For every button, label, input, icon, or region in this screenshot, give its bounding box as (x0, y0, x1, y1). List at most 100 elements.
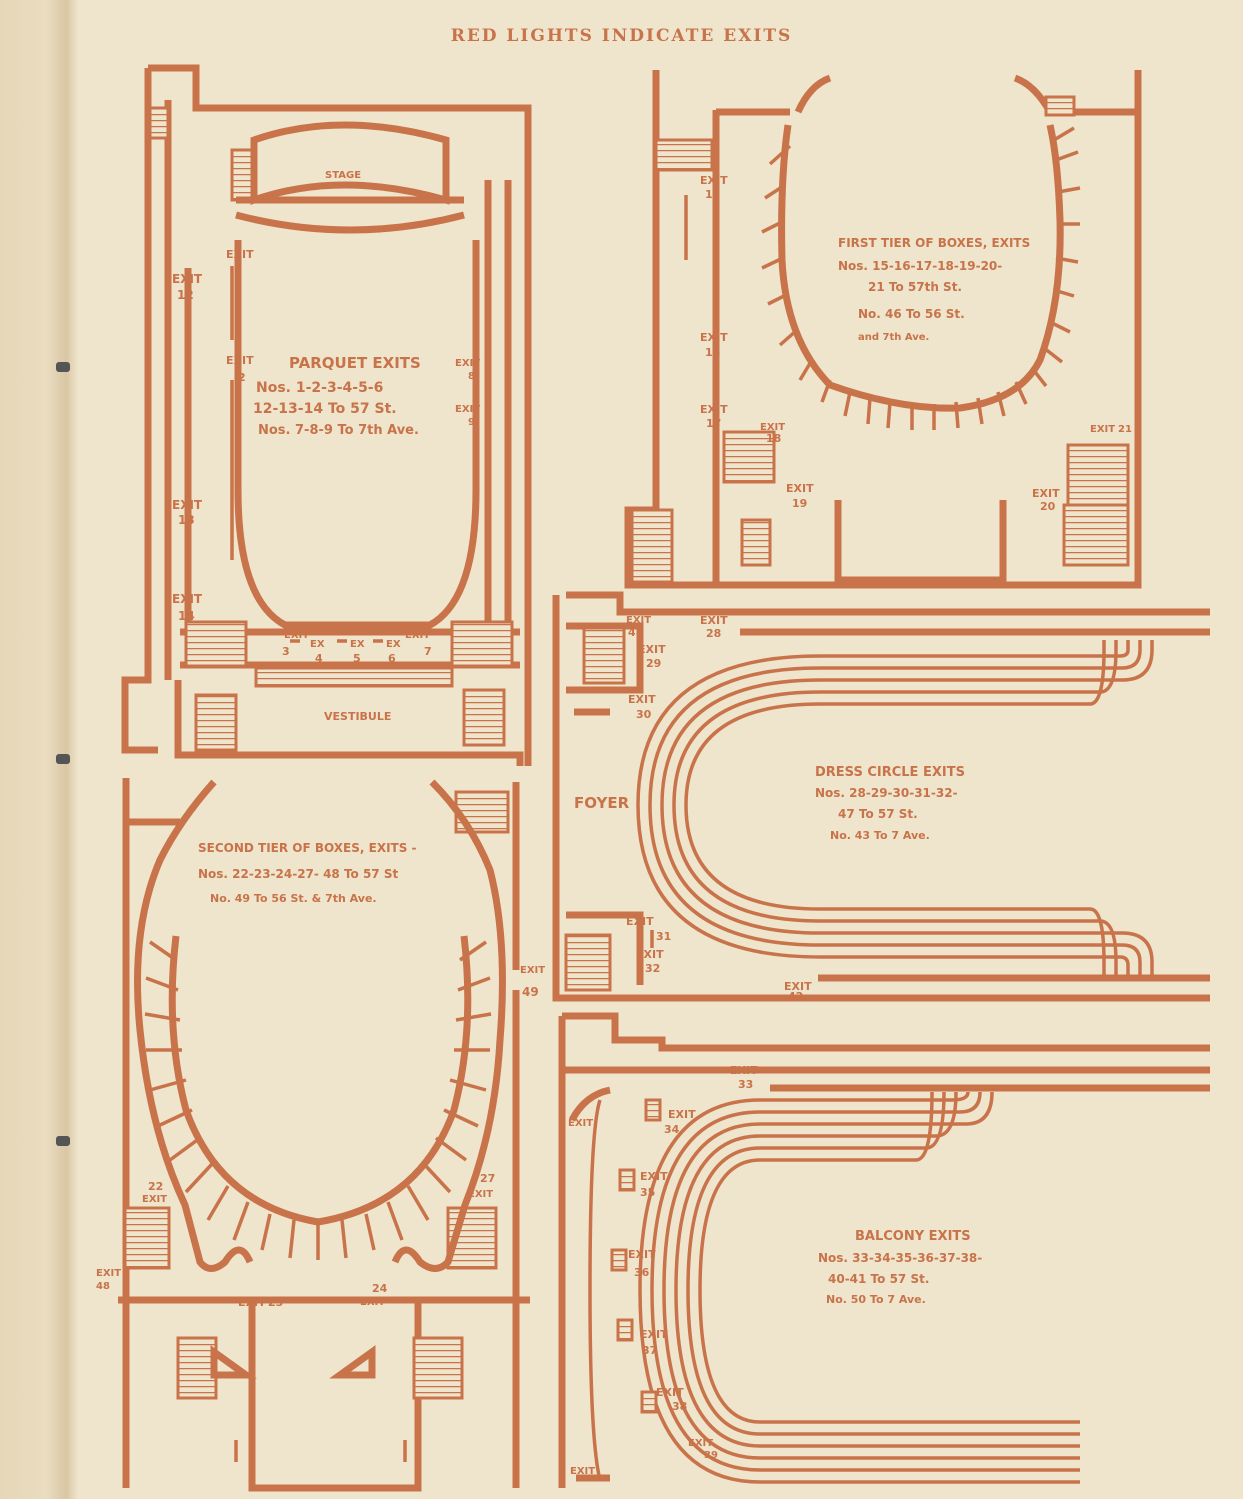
exit-label: EXIT (628, 693, 656, 706)
exit-label: EXIT (626, 615, 651, 626)
foyer-label: FOYER (574, 794, 630, 812)
exit-label: EXIT (784, 980, 812, 993)
parquet-line-1: Nos. 1-2-3-4-5-6 (256, 380, 383, 396)
exit-label: EXIT (786, 482, 814, 495)
exit-label: EXIT (700, 174, 728, 187)
exit-label: EXIT (626, 915, 654, 928)
exit-label: EXIT (284, 630, 309, 641)
first-tier-heading: FIRST TIER OF BOXES, EXITS (838, 236, 1030, 250)
dress-circle-line-1: Nos. 28-29-30-31-32- (815, 786, 958, 800)
exit-number: 32 (645, 962, 660, 975)
exit-label: EXIT (668, 1108, 696, 1121)
exit-number: 30 (636, 708, 652, 721)
first-tier-line-4: and 7th Ave. (858, 332, 929, 343)
parquet-line-2: 12-13-14 To 57 St. (253, 401, 397, 417)
exit-label: EXIT (96, 1268, 121, 1279)
exit-number: 1 (234, 262, 242, 275)
exit-number: 35 (640, 1186, 655, 1199)
exit-label: EXIT (226, 248, 254, 261)
exit-number: 34 (664, 1123, 680, 1136)
exit-label: EXIT (640, 1170, 668, 1183)
exit-number: 17 (706, 417, 721, 430)
exit-label: EXIT (172, 592, 203, 606)
exit-label: EXIT (455, 404, 480, 415)
first-tier-line-3: No. 46 To 56 St. (858, 307, 965, 321)
exit-label: EXIT (636, 948, 664, 961)
staple-icon (56, 754, 70, 764)
exit-number: 6 (388, 652, 396, 665)
exit-label: EXIT (688, 1438, 713, 1449)
exit-number: 2 (238, 371, 246, 384)
exit-number: 16 (705, 346, 721, 359)
balcony-line-2: 40-41 To 57 St. (828, 1272, 929, 1286)
exit-label: EXIT (568, 1118, 593, 1129)
exit-number: 22 (148, 1180, 163, 1193)
exit-number: 49 (522, 985, 539, 999)
exit-number: 12 (177, 288, 194, 302)
exit-number: 48 (96, 1281, 110, 1292)
exit-label: EXIT (520, 965, 545, 976)
exit-number: 29 (646, 657, 661, 670)
exit-number: 28 (706, 627, 721, 640)
exit-number: 23 (268, 1296, 283, 1309)
exit-number: 15 (705, 188, 720, 201)
page-title: RED LIGHTS INDICATE EXITS (450, 26, 793, 46)
balcony-line-3: No. 50 To 7 Ave. (826, 1293, 926, 1306)
exit-label: EXIT (405, 630, 430, 641)
dress-circle-plan: FOYER DRESS CIRCLE EXITS Nos. 28-29-30-3… (552, 591, 1210, 1003)
exit-number: 31 (656, 930, 671, 943)
balcony-heading: BALCONY EXITS (855, 1229, 971, 1244)
exit-label: EXIT (640, 1328, 668, 1341)
first-tier-line-2: 21 To 57th St. (868, 280, 962, 294)
staple-icon (56, 362, 70, 372)
ex-label: EX (386, 639, 401, 650)
exit-label: EXIT (656, 1386, 684, 1399)
exit-number: 24 (372, 1282, 388, 1295)
exit-number: 13 (178, 513, 195, 527)
parquet-plan: STAGE VESTIBULE PARQUET EXITS Nos. 1-2-3… (121, 64, 532, 766)
exit-number: 42 (788, 990, 803, 1003)
exit-number: 7 (424, 645, 432, 658)
exit-number: 9 (468, 417, 475, 428)
exit-number: 39 (704, 1450, 718, 1461)
second-tier-line-1: Nos. 22-23-24-27- 48 To 57 St (198, 867, 398, 881)
parquet-heading: PARQUET EXITS (289, 354, 421, 372)
ex-label: EX (350, 639, 365, 650)
exit-number: 20 (1040, 500, 1056, 513)
exit-label: EXIT (700, 403, 728, 416)
balcony-plan: BALCONY EXITS Nos. 33-34-35-36-37-38- 40… (558, 1012, 1210, 1488)
exit-label: EXIT (468, 1189, 493, 1200)
binding-spine (0, 0, 78, 1499)
first-tier-plan: FIRST TIER OF BOXES, EXITS Nos. 15-16-17… (624, 70, 1142, 589)
exit-label: EXIT (455, 358, 480, 369)
exit-label: EXIT (226, 354, 254, 367)
exit-label: EXIT (628, 1248, 656, 1261)
exit-number: 14 (178, 609, 195, 623)
second-tier-plan: SECOND TIER OF BOXES, EXITS - Nos. 22-23… (96, 778, 545, 1492)
exit-label: EXIT (638, 643, 666, 656)
exit-number: 8 (468, 371, 475, 382)
vestibule-label: VESTIBULE (324, 710, 391, 723)
exit-number: 38 (672, 1400, 687, 1413)
second-tier-heading: SECOND TIER OF BOXES, EXITS - (198, 841, 417, 855)
second-tier-line-2: No. 49 To 56 St. & 7th Ave. (210, 892, 377, 905)
ex-label: EX (310, 639, 325, 650)
dress-circle-line-3: No. 43 To 7 Ave. (830, 829, 930, 842)
exit-label: EXIT (238, 1296, 266, 1309)
exit-number: 33 (738, 1078, 753, 1091)
exit-number: 27 (480, 1172, 495, 1185)
exit-number: 5 (353, 652, 361, 665)
exit-number: 18 (766, 432, 781, 445)
exit-label: EXIT (700, 614, 728, 627)
staple-icon (56, 1136, 70, 1146)
exit-label: EXIT (172, 498, 203, 512)
parquet-line-3: Nos. 7-8-9 To 7th Ave. (258, 423, 419, 438)
exit-number: 37 (642, 1344, 657, 1357)
exit-label: EXIT (1032, 487, 1060, 500)
exit-number: 47 (628, 626, 643, 639)
exit-label: EXIT (1090, 424, 1115, 435)
exit-label: EXIT (172, 272, 203, 286)
exit-label: EXIT (360, 1297, 385, 1308)
